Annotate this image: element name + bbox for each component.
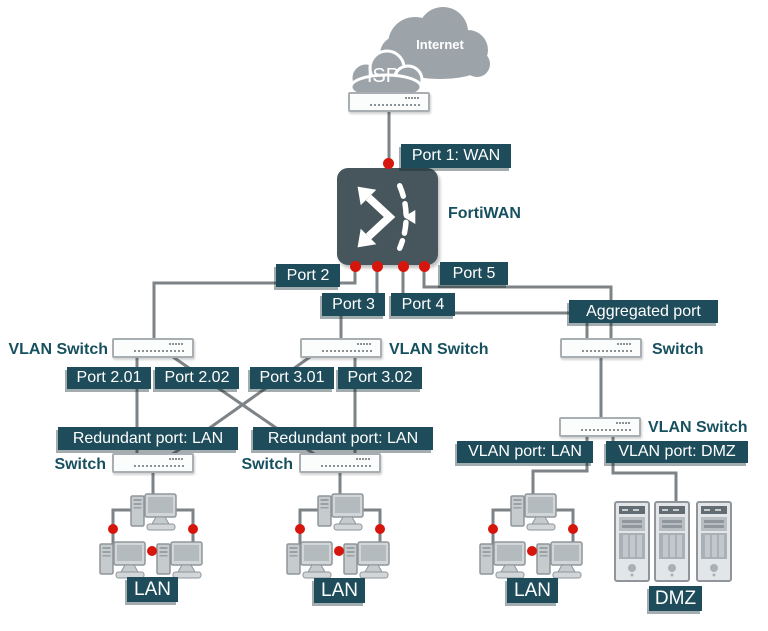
desktop-computer-icon [156,541,203,579]
label-dmz: DMZ [649,586,702,611]
lan1-connector-dot-icon [108,524,118,534]
label-aggregated-port: Aggregated port [569,300,718,323]
desktop-computer-icon [130,493,177,531]
label-port-3-02: Port 3.02 [338,367,422,389]
vlan-switch-mid [300,338,382,358]
switch-port-marks [322,350,372,352]
switch-led-marks [169,458,184,460]
internet-cloud-label: Internet [416,37,464,52]
label-redundant-port-lan-right: Redundant port: LAN [253,427,433,450]
label-port-2-01: Port 2.01 [67,367,151,389]
label-port5: Port 5 [440,262,508,285]
isp-cloud-label: ISP [366,65,400,87]
router-led-marks [405,97,420,99]
label-redundant-port-lan-left: Redundant port: LAN [58,427,238,450]
switch-port-marks [321,465,371,467]
label-lan2: LAN [314,578,365,603]
desktop-computer-icon [536,541,583,579]
port4-connector-dot-icon [398,261,409,272]
port5-connector-dot-icon [419,261,430,272]
vlan-switch-left [112,338,194,358]
lan3-connector-dot-icon [527,546,537,556]
label-lan1: LAN [127,577,178,602]
desktop-computer-icon [479,541,526,579]
lan3-connector-dot-icon [568,524,578,534]
switch-lan2 [299,453,381,473]
server-icon [614,501,650,582]
label-port1-wan: Port 1: WAN [401,144,511,168]
switch-port-marks [582,350,632,352]
lan3-connector-dot-icon [488,524,498,534]
port1-connector-dot-icon [383,158,394,169]
lan2-connector-dot-icon [295,524,305,534]
label-port4: Port 4 [391,293,455,316]
vlan-switch-mid-name: VLAN Switch [389,341,489,358]
switch-led-marks [169,343,184,345]
vlan-switch-left-name: VLAN Switch [8,341,108,358]
desktop-computer-icon [510,493,557,531]
label-port3: Port 3 [322,293,385,316]
isp-router [348,92,430,112]
label-port-2-02: Port 2.02 [155,367,239,389]
desktop-computer-icon [286,541,333,579]
desktop-computer-icon [317,493,364,531]
switch-port-marks [134,465,184,467]
vlan-switch-dmz-name: VLAN Switch [648,419,748,436]
port3-connector-dot-icon [372,261,383,272]
server-icon [654,501,690,582]
label-port-3-01: Port 3.01 [250,367,334,389]
fortiwan-appliance [337,168,438,265]
fortiwan-name: FortiWAN [448,205,521,222]
label-port2: Port 2 [276,264,340,287]
label-vlan-port-lan: VLAN port: LAN [457,441,593,463]
lan2-connector-dot-icon [334,546,344,556]
switch-port-marks [134,350,184,352]
aggregated-switch [560,338,642,358]
lan2-connector-dot-icon [375,524,385,534]
lan1-connector-dot-icon [188,524,198,534]
router-port-marks [370,104,420,106]
switch-led-marks [617,343,632,345]
server-icon [696,501,732,582]
port2-connector-dot-icon [350,261,361,272]
switch-led-marks [616,422,631,424]
switch-lan2-name: Switch [241,456,293,473]
switch-lan1-name: Switch [54,456,106,473]
wire-port2-to-vlan-switch-left [152,266,357,341]
label-vlan-port-dmz: VLAN port: DMZ [606,441,748,463]
switch-led-marks [357,343,372,345]
fortiwan-load-balancer-icon [357,182,415,251]
wire-port4-to-agg-switch [401,266,589,341]
desktop-computer-icon [343,541,390,579]
lan1-connector-dot-icon [147,546,157,556]
switch-lan1 [112,453,194,473]
desktop-computer-icon [99,541,146,579]
vlan-switch-dmz [559,417,641,437]
switch-port-marks [581,429,631,431]
switch-led-marks [356,458,371,460]
aggregated-switch-name: Switch [652,341,704,358]
label-lan3: LAN [507,578,558,603]
